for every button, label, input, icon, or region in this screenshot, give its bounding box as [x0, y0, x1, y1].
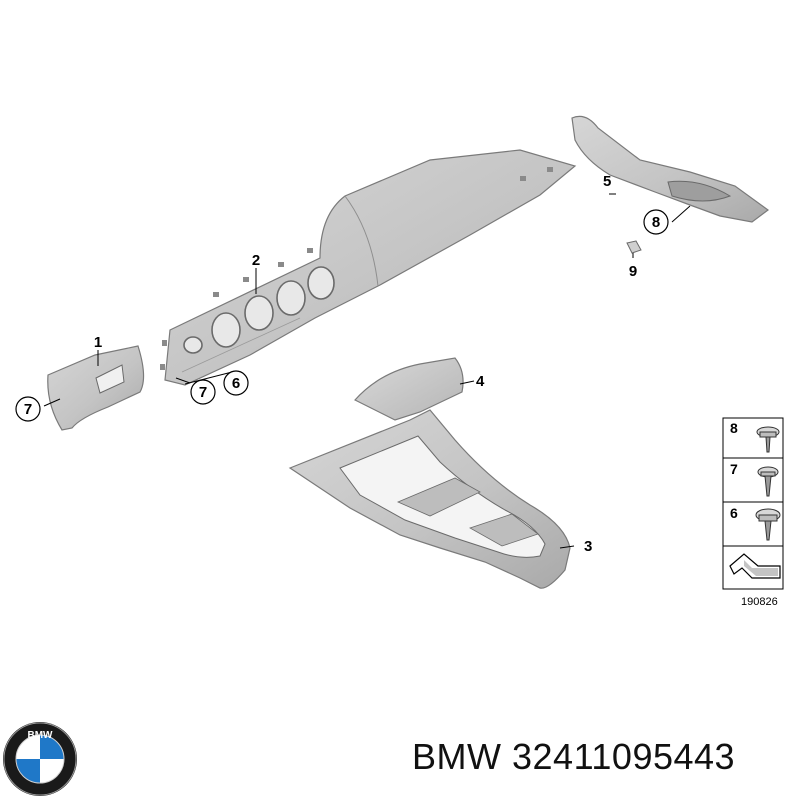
callout-labels: 1 2 3 4 5 9 6 7 7 8: [15, 173, 669, 555]
part-2-dash-trim-panel: [160, 149, 577, 386]
callout-7-left: 7: [24, 401, 32, 418]
drawing-number: 190826: [741, 596, 778, 608]
part-1-end-trim: [47, 345, 145, 431]
callout-2: 2: [252, 252, 260, 269]
callout-5: 5: [603, 173, 611, 190]
part-9-clip: [626, 240, 642, 254]
catalog-arrow-icon: [729, 553, 781, 579]
leader-lines: [43, 193, 691, 549]
legend-number-6: 6: [730, 505, 738, 521]
callout-7-right: 7: [199, 384, 207, 401]
legend-number-8: 8: [730, 420, 738, 436]
fastener-legend: 8 7 6 190826: [722, 417, 784, 608]
screw-6-icon: [755, 508, 781, 541]
legend-number-7: 7: [730, 461, 738, 477]
callout-6: 6: [232, 375, 240, 392]
bmw-logo-icon: BMW: [3, 722, 77, 796]
svg-text:BMW: BMW: [28, 730, 54, 741]
part-3-center-console-trim: [288, 409, 571, 589]
callout-4: 4: [476, 373, 485, 390]
part-4-cover-pad: [354, 357, 464, 421]
part-5-door-handle-trim: [571, 115, 770, 223]
callout-1: 1: [94, 334, 102, 351]
screw-7-icon: [757, 466, 779, 497]
caption-part-number: 32411095443: [512, 736, 736, 777]
part-caption: BMW 32411095443: [412, 736, 735, 778]
callout-3: 3: [584, 538, 592, 555]
vent-openings: [183, 266, 335, 354]
callout-8: 8: [652, 214, 660, 231]
screw-8-icon: [756, 426, 780, 453]
caption-brand: BMW: [412, 736, 502, 777]
callout-9: 9: [629, 263, 637, 280]
